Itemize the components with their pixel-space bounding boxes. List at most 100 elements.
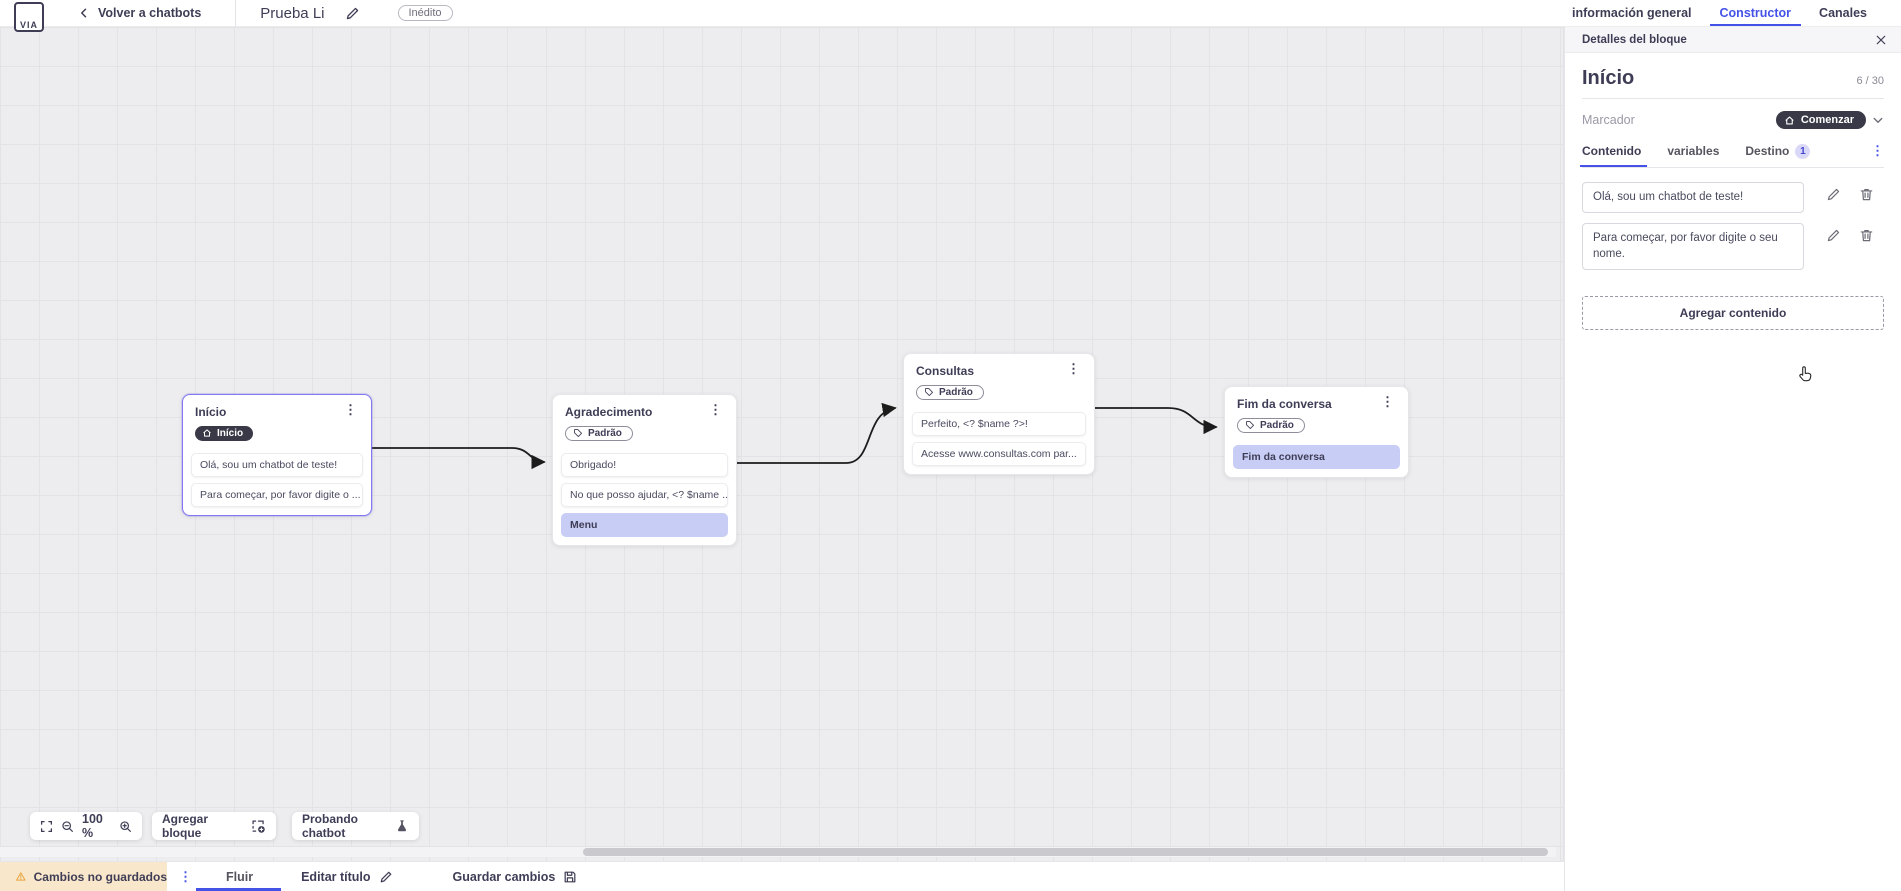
test-chatbot-button[interactable]: Probando chatbot — [292, 812, 419, 840]
chevron-down-icon[interactable] — [1872, 114, 1884, 126]
back-label: Volver a chatbots — [98, 6, 202, 20]
tab-label: Canales — [1819, 6, 1867, 20]
canvas-horizontal-scrollbar[interactable] — [0, 847, 1556, 857]
mouse-cursor-icon — [1797, 365, 1815, 383]
node-title: Fim da conversa — [1237, 397, 1332, 411]
save-changes-button[interactable]: Guardar cambios — [453, 870, 578, 884]
node-type-pill: Padrão — [565, 425, 633, 441]
top-bar: VIA Volver a chatbots Prueba Li Inédito … — [0, 0, 1901, 32]
block-name: Início — [1582, 67, 1635, 89]
chevron-left-icon — [81, 8, 87, 18]
save-icon — [564, 871, 576, 882]
edit-title-label: Editar título — [301, 869, 371, 884]
close-icon[interactable] — [1875, 34, 1887, 46]
tab-destino[interactable]: Destino 1 — [1745, 143, 1811, 167]
scrollbar-thumb[interactable] — [583, 848, 1548, 856]
node-menu-icon[interactable]: ⋮ — [344, 402, 357, 417]
node-title: Agradecimento — [565, 405, 653, 419]
marker-value-pill[interactable]: Comenzar — [1775, 111, 1866, 129]
tag-icon — [1246, 421, 1254, 429]
node-fim-da-conversa[interactable]: Fim da conversa ⋮ Padrão Fim da conversa — [1224, 386, 1409, 478]
tab-variables[interactable]: variables — [1667, 144, 1719, 166]
node-agradecimento[interactable]: Agradecimento ⋮ Padrão Obrigado! No que … — [552, 394, 737, 546]
node-message-item[interactable]: Perfeito, <? $name ?>! — [912, 412, 1086, 436]
edit-content-icon[interactable] — [1826, 228, 1841, 243]
delete-content-icon[interactable] — [1859, 228, 1874, 243]
test-chatbot-label: Probando chatbot — [302, 812, 358, 840]
tab-fluir[interactable]: Fluir — [195, 862, 282, 891]
zoom-level: 100 % — [82, 812, 103, 840]
back-to-chatbots-button[interactable]: Volver a chatbots — [78, 6, 201, 20]
zoom-in-icon[interactable] — [119, 820, 132, 833]
node-message-item[interactable]: Para começar, por favor digite o ... — [191, 483, 363, 507]
content-item-row: Olá, sou um chatbot de teste! — [1582, 182, 1884, 213]
node-inicio[interactable]: Início ⋮ Início Olá, sou um chatbot de t… — [182, 394, 372, 516]
fullscreen-icon[interactable] — [40, 820, 53, 833]
flow-menu-icon[interactable]: ⋮ — [179, 868, 192, 884]
home-icon — [1785, 116, 1794, 124]
node-consultas[interactable]: Consultas ⋮ Padrão Perfeito, <? $name ?>… — [903, 353, 1095, 475]
tab-label: información general — [1572, 6, 1692, 20]
delete-content-icon[interactable] — [1859, 187, 1874, 202]
node-message-item[interactable]: No que posso ajudar, <? $name ... — [561, 483, 728, 507]
app-logo-icon: VIA — [14, 2, 44, 32]
tag-icon — [574, 429, 582, 437]
tab-label: Constructor — [1719, 6, 1792, 20]
marker-value-label: Comenzar — [1800, 114, 1854, 126]
edit-title-button[interactable]: Editar título — [301, 870, 392, 884]
tab-constructor[interactable]: Constructor — [1709, 0, 1801, 26]
pencil-icon — [380, 871, 391, 882]
zoom-toolbar: 100 % — [30, 812, 142, 840]
tab-canales[interactable]: Canales — [1819, 0, 1867, 26]
unsaved-changes-chip: Cambios no guardados — [0, 862, 167, 891]
bottom-bar: Cambios no guardados ⋮ Fluir Editar títu… — [0, 861, 1564, 891]
node-message-item[interactable]: Acesse www.consultas.com par... — [912, 442, 1086, 466]
node-menu-icon[interactable]: ⋮ — [709, 402, 722, 417]
add-block-button[interactable]: Agregar bloque — [152, 812, 276, 840]
add-content-label: Agregar contenido — [1679, 306, 1787, 321]
tab-label: Contenido — [1582, 144, 1642, 158]
node-type-label: Padrão — [939, 386, 973, 398]
content-text-box[interactable]: Para começar, por favor digite o seu nom… — [1582, 222, 1804, 271]
node-title: Início — [195, 405, 227, 419]
tab-label: Destino — [1745, 144, 1790, 158]
node-message-item[interactable]: Olá, sou um chatbot de teste! — [191, 453, 363, 477]
warning-icon — [16, 872, 26, 881]
node-title: Consultas — [916, 364, 975, 378]
node-type-label: Padrão — [588, 427, 622, 439]
node-message-item[interactable]: Obrigado! — [561, 453, 728, 477]
panel-title: Detalles del bloque — [1582, 33, 1687, 46]
node-menu-icon[interactable]: ⋮ — [1067, 361, 1080, 376]
flow-canvas[interactable]: Início ⋮ Início Olá, sou um chatbot de t… — [0, 27, 1564, 861]
edge-consultas-fim — [1094, 407, 1218, 435]
home-icon — [203, 429, 211, 437]
edit-content-icon[interactable] — [1826, 187, 1841, 202]
content-item-row: Para começar, por favor digite o seu nom… — [1582, 222, 1884, 271]
edge-agradecimento-consultas — [736, 402, 897, 464]
add-content-button[interactable]: Agregar contenido — [1582, 296, 1884, 331]
panel-menu-icon[interactable]: ⋮ — [1871, 143, 1884, 158]
unsaved-label: Cambios no guardados — [33, 869, 167, 884]
tab-contenido[interactable]: Contenido — [1579, 144, 1648, 167]
content-text-box[interactable]: Olá, sou um chatbot de teste! — [1582, 182, 1804, 213]
save-label: Guardar cambios — [452, 869, 556, 884]
edit-title-pencil-icon[interactable] — [345, 6, 360, 21]
add-block-icon — [251, 819, 266, 834]
add-block-label: Agregar bloque — [162, 812, 209, 840]
tag-icon — [925, 388, 933, 396]
node-marker-pill: Início — [195, 425, 254, 441]
header-divider — [235, 0, 237, 27]
node-end-item[interactable]: Fim da conversa — [1233, 445, 1400, 469]
node-menu-item[interactable]: Menu — [561, 513, 728, 537]
marker-label: Marcador — [1582, 113, 1635, 127]
node-menu-icon[interactable]: ⋮ — [1381, 394, 1394, 409]
flask-icon — [395, 819, 409, 833]
zoom-out-icon[interactable] — [61, 820, 74, 833]
tab-informacion-general[interactable]: información general — [1572, 0, 1691, 26]
node-type-pill: Padrão — [916, 384, 984, 400]
node-type-pill: Padrão — [1237, 417, 1305, 433]
tab-label: Fluir — [226, 869, 254, 884]
destino-count-badge: 1 — [1795, 143, 1811, 159]
chatbot-title: Prueba Li — [260, 4, 325, 22]
